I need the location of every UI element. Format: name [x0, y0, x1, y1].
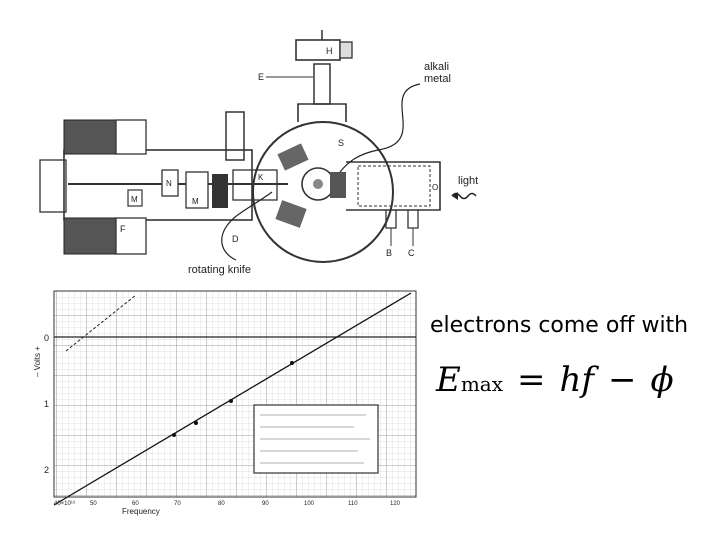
x-tick-80: 80	[218, 501, 225, 507]
x-axis-label: Frequency	[122, 507, 160, 516]
part-o: O	[432, 183, 438, 192]
x-tick-40: 40×10¹³	[54, 501, 75, 507]
eq-work-function-phi: ϕ	[651, 360, 674, 400]
caption-electrons: electrons come off with	[430, 313, 688, 338]
data-point	[229, 399, 233, 403]
x-tick-50: 50	[90, 501, 97, 507]
part-k: K	[258, 173, 264, 182]
eq-equals: =	[517, 360, 546, 400]
data-point	[290, 361, 294, 365]
h-knob	[340, 42, 352, 58]
stem-tube	[314, 64, 330, 104]
eq-frequency-f: f	[581, 360, 594, 400]
upper-coil	[277, 143, 308, 170]
x-tick-70: 70	[174, 501, 181, 507]
part-m2: M	[192, 197, 199, 206]
label-metal: metal	[424, 73, 451, 85]
dark-block	[212, 174, 228, 208]
x-tick-110: 110	[348, 501, 358, 507]
h-valve	[296, 40, 340, 60]
coil-top-block	[116, 120, 146, 154]
eq-energy-symbol: E	[436, 360, 461, 400]
part-e: E	[258, 72, 264, 82]
part-b: B	[386, 248, 392, 258]
millikan-stopping-potential-graph: – Volts + Frequency 0 1 2 40×10¹³ 50 60 …	[26, 285, 424, 520]
part-s: S	[338, 138, 344, 148]
part-h: H	[326, 46, 333, 56]
part-n: N	[166, 179, 172, 188]
vertical-tube	[226, 112, 244, 160]
y-axis-label: – Volts +	[33, 346, 42, 377]
x-tick-60: 60	[132, 501, 139, 507]
label-alkali: alkali	[424, 61, 449, 73]
top-stem	[298, 104, 346, 122]
photoelectric-apparatus-diagram: alkali metal light rotating knife H E S …	[28, 22, 480, 280]
c-tube	[408, 210, 418, 228]
part-c: C	[408, 248, 415, 258]
coil-top	[64, 120, 116, 154]
part-m1: M	[131, 195, 138, 204]
x-tick-120: 120	[390, 501, 401, 507]
data-point	[194, 421, 198, 425]
eq-planck-h: h	[560, 360, 582, 400]
x-tick-90: 90	[262, 501, 269, 507]
eq-subscript-max: max	[461, 372, 503, 396]
photoelectric-equation: Emax = hf−ϕ	[436, 360, 674, 400]
window-coil	[330, 172, 346, 198]
eq-minus: −	[608, 360, 637, 400]
label-rotating-knife: rotating knife	[188, 264, 251, 276]
vacuum-chamber	[253, 122, 393, 262]
label-light: light	[458, 175, 478, 187]
knife-leader	[222, 192, 272, 260]
part-f: F	[120, 224, 126, 234]
y-tick-1: 1	[44, 399, 49, 409]
alkali-wheel-hub	[313, 179, 323, 189]
x-tick-100: 100	[304, 501, 315, 507]
y-tick-0: 0	[44, 333, 49, 343]
left-cap	[40, 160, 66, 212]
right-window	[358, 166, 430, 206]
part-d: D	[232, 234, 239, 244]
coil-bottom	[64, 218, 116, 254]
data-point	[172, 433, 176, 437]
y-tick-2: 2	[44, 465, 49, 475]
lower-coil	[275, 200, 306, 228]
